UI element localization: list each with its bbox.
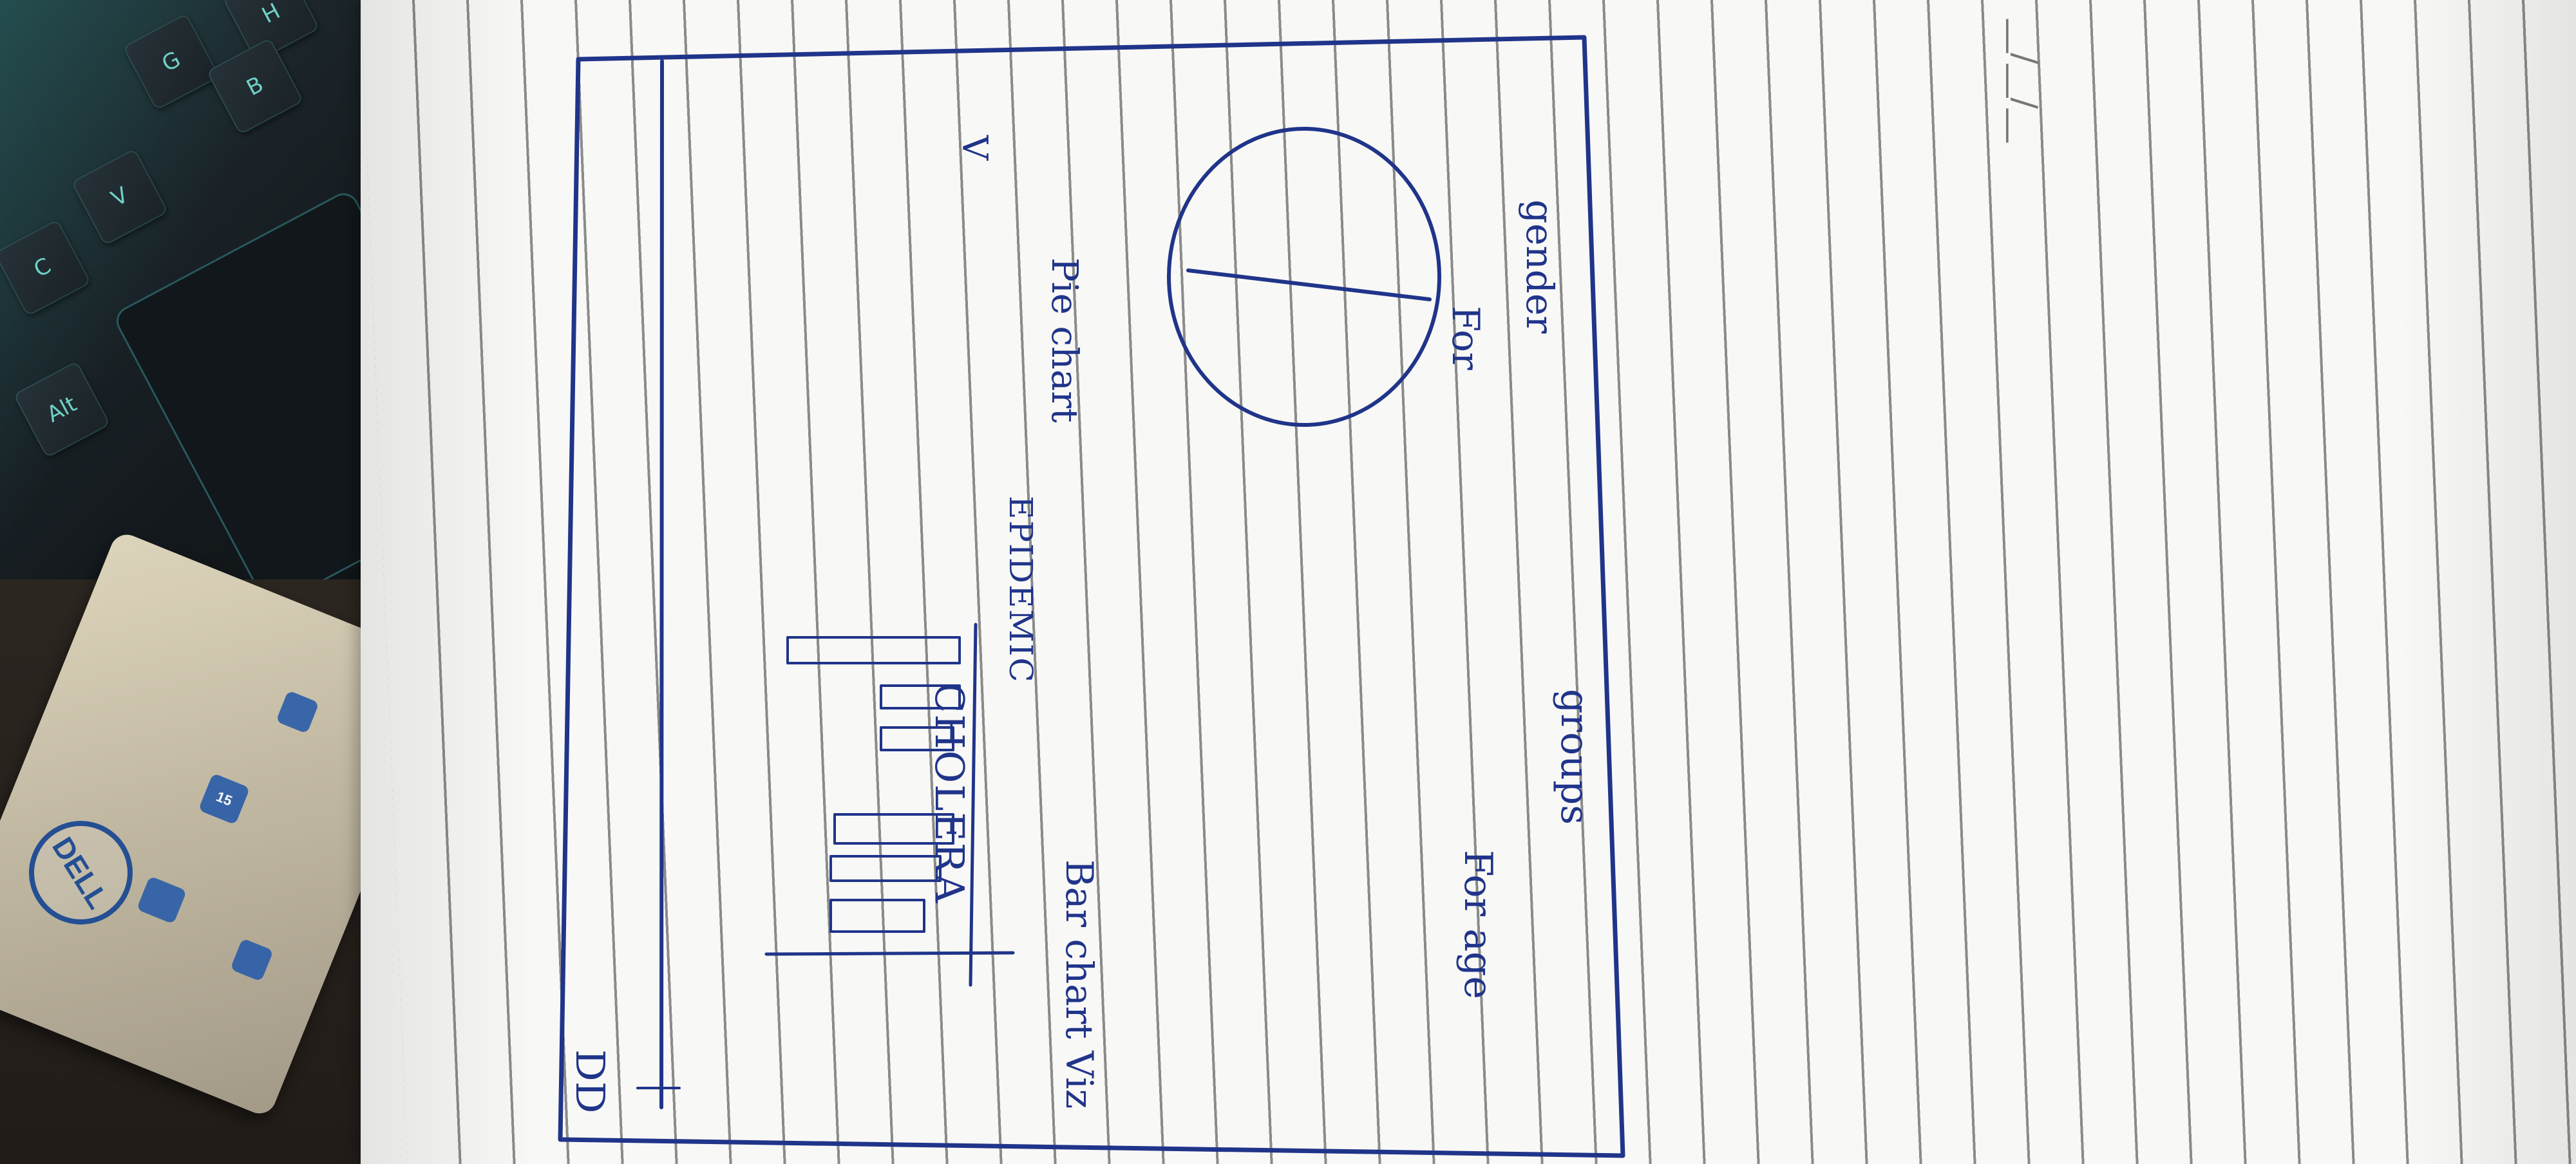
wireframe-drawing: [558, 35, 1625, 1158]
pie-chart-label: Pie chart: [1043, 258, 1085, 423]
wireframe-outer-border: [558, 35, 1625, 1158]
keyboard-key-label: Alt: [43, 391, 81, 428]
keyboard-key-c: C: [0, 219, 91, 317]
sticker-badge-number: 15: [214, 788, 235, 809]
laptop-trackpad: [111, 187, 393, 579]
bar-chart-caption-line-2: groups: [1552, 689, 1597, 825]
dell-logo-text: DELL: [46, 831, 116, 915]
keyboard-key-v: V: [71, 148, 169, 246]
keyboard-key-label: C: [30, 252, 55, 283]
wireframe-title-main: CHOLERA: [926, 682, 973, 905]
keyboard-key-g: G: [122, 13, 220, 111]
wireframe-menu-mark: V: [954, 135, 995, 160]
bar-chart-bar: [786, 636, 961, 664]
notebook-paper: __/__/__ DD CHOLERA EPIDEMIC V Bar chart…: [361, 0, 2576, 1164]
keyboard-key-label: H: [258, 0, 285, 29]
bar-chart-x-axis: [764, 951, 1015, 956]
bar-chart-y-axis: [969, 623, 978, 987]
keyboard-key-alt: Alt: [13, 361, 111, 458]
pie-chart-divider-line: [1186, 268, 1432, 301]
bar-chart-bar: [880, 726, 954, 751]
laptop: H G B V C Alt: [0, 0, 393, 579]
bar-chart-caption-line-1: For age: [1455, 850, 1501, 999]
header-divider-line: [659, 59, 664, 1109]
pie-chart-circle: [1167, 127, 1441, 427]
bar-chart-bar: [829, 855, 942, 882]
bar-chart-label: Bar chart Viz: [1057, 859, 1101, 1109]
bar-chart-bar: [829, 899, 925, 933]
pie-chart-caption-line-1: For: [1444, 306, 1488, 370]
keyboard-key-b: B: [206, 37, 304, 135]
keyboard-key-label: G: [157, 46, 185, 77]
bar-chart-bar: [880, 684, 961, 709]
pie-chart-caption-line-2: gender: [1518, 200, 1562, 333]
wireframe-left-icon-label: DD: [567, 1049, 614, 1114]
date-mark: __/__/__: [2005, 19, 2044, 143]
wireframe-title-sub: EPIDEMIC: [1002, 496, 1039, 684]
keyboard-key-label: V: [107, 182, 133, 212]
keyboard-key-label: B: [242, 71, 268, 102]
bar-chart-bar: [833, 813, 954, 845]
